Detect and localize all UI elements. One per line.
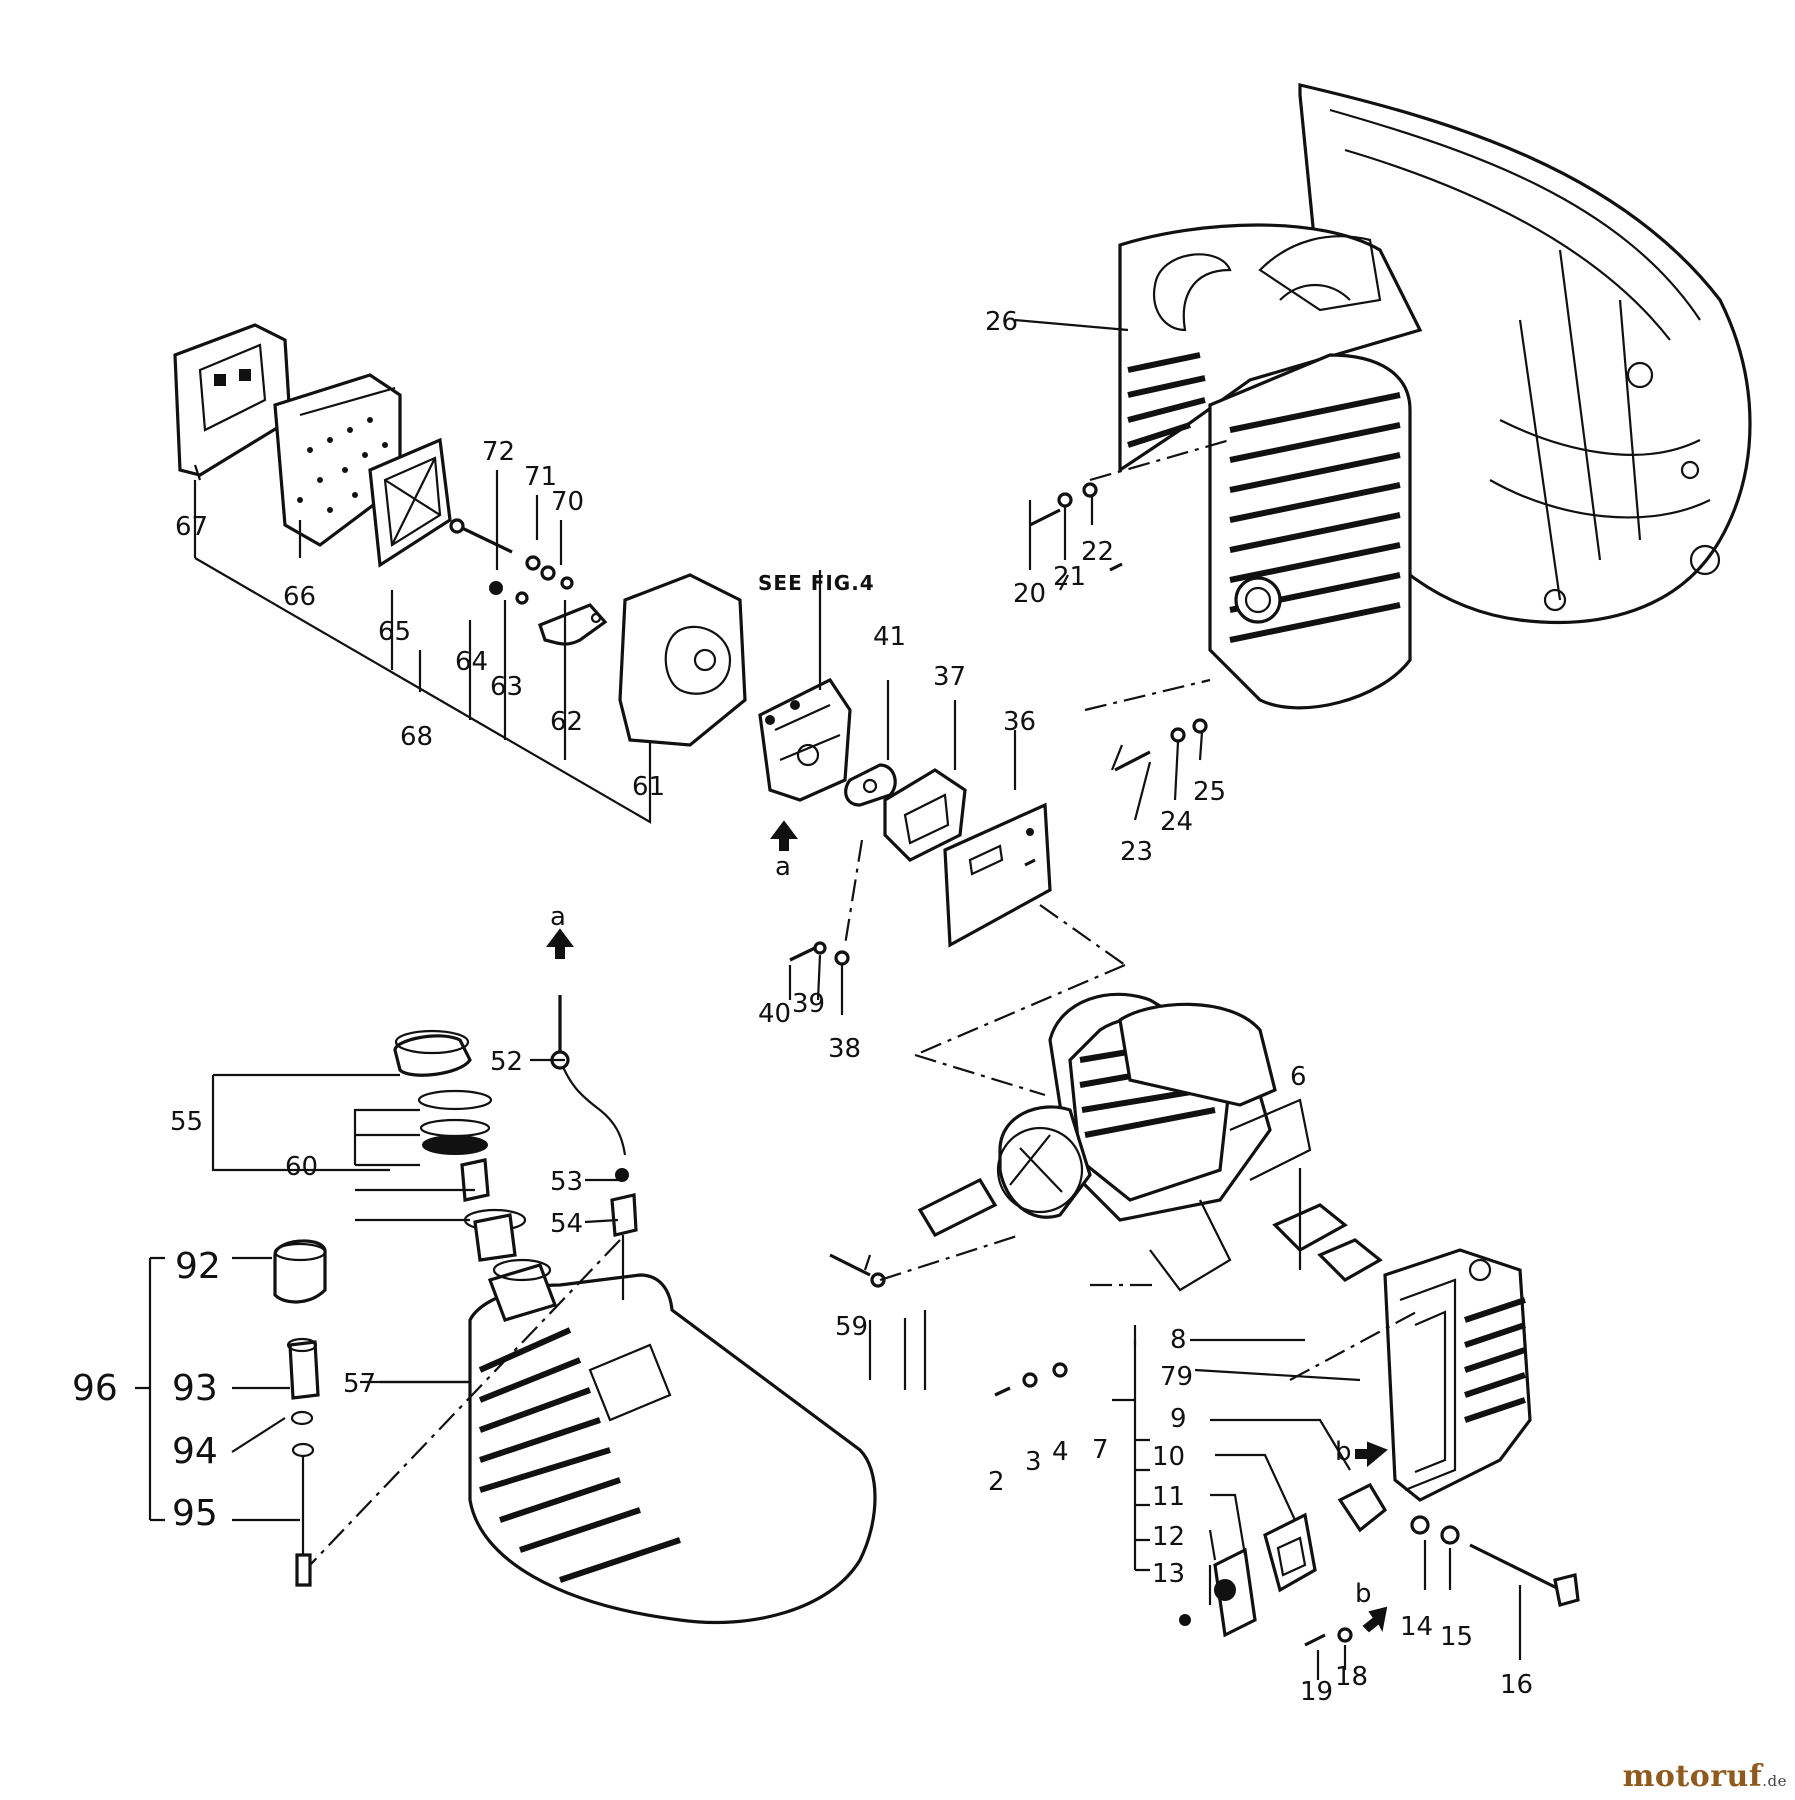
label-20: 20 xyxy=(1013,579,1046,609)
label-11: 11 xyxy=(1152,1482,1185,1512)
engine-shroud xyxy=(1118,223,1423,473)
muffler-small-parts xyxy=(1179,1482,1580,1647)
label-25: 25 xyxy=(1193,777,1226,807)
air-filter-base-plate xyxy=(368,437,452,568)
label-61: 61 xyxy=(632,772,665,802)
label-39: 39 xyxy=(792,989,825,1019)
label-3: 3 xyxy=(1025,1447,1042,1477)
label-24: 24 xyxy=(1160,807,1193,837)
label-60: 60 xyxy=(285,1152,318,1182)
label-67: 67 xyxy=(175,512,208,542)
label-23: 23 xyxy=(1120,837,1153,867)
arrow-b-label-upper: b xyxy=(1335,1437,1352,1467)
label-13: 13 xyxy=(1152,1559,1185,1589)
muffler xyxy=(1383,1248,1532,1502)
air-filter-housing xyxy=(618,573,747,747)
label-52: 52 xyxy=(490,1047,523,1077)
label-41: 41 xyxy=(873,622,906,652)
label-64: 64 xyxy=(455,647,488,677)
label-8: 8 xyxy=(1170,1325,1187,1355)
watermark-brand: motoruf xyxy=(1622,1759,1763,1794)
label-38: 38 xyxy=(828,1034,861,1064)
label-40: 40 xyxy=(758,999,791,1029)
arrow-a-label-carb: a xyxy=(775,852,791,882)
label-26: 26 xyxy=(985,307,1018,337)
label-70: 70 xyxy=(551,487,584,517)
fan-housing xyxy=(1298,82,1752,624)
label-2: 2 xyxy=(988,1467,1005,1497)
engine-block xyxy=(917,992,1383,1292)
label-95: 95 xyxy=(172,1493,218,1534)
filter-hardware xyxy=(449,518,608,646)
label-53: 53 xyxy=(550,1167,583,1197)
label-21: 21 xyxy=(1053,562,1086,592)
label-12: 12 xyxy=(1152,1522,1185,1552)
arrow-a-label-line: a xyxy=(550,902,566,932)
callout-lines xyxy=(135,318,1522,1680)
label-55: 55 xyxy=(170,1107,203,1137)
fuel-line xyxy=(550,995,638,1300)
muffler-guard xyxy=(1208,353,1412,710)
label-79: 79 xyxy=(1160,1362,1193,1392)
label-9: 9 xyxy=(1170,1404,1187,1434)
label-63: 63 xyxy=(490,672,523,702)
part-number-labels: 26 67 66 65 68 72 71 70 64 63 62 61 SEE … xyxy=(72,307,1533,1707)
label-37: 37 xyxy=(933,662,966,692)
air-filter-cover-rear xyxy=(173,323,292,481)
label-57: 57 xyxy=(343,1369,376,1399)
label-18: 18 xyxy=(1335,1662,1368,1692)
fuel-pickup-parts xyxy=(273,1239,327,1587)
label-22: 22 xyxy=(1081,537,1114,567)
label-7: 7 xyxy=(1092,1435,1109,1465)
intake-insulator xyxy=(883,768,967,862)
label-59: 59 xyxy=(835,1312,868,1342)
label-62: 62 xyxy=(550,707,583,737)
label-10: 10 xyxy=(1152,1442,1185,1472)
label-4: 4 xyxy=(1052,1437,1069,1467)
label-68: 68 xyxy=(400,722,433,752)
watermark-suffix: .de xyxy=(1762,1772,1787,1790)
fuel-tank xyxy=(468,1258,877,1624)
carburetor xyxy=(758,677,852,802)
see-fig-note: SEE FIG.4 xyxy=(758,571,875,595)
label-14: 14 xyxy=(1400,1612,1433,1642)
engine-hardware xyxy=(789,482,1208,1397)
assembly-lines xyxy=(309,438,1421,1566)
site-watermark: motoruf.de xyxy=(1623,1759,1787,1794)
carb-gasket xyxy=(844,763,897,807)
label-72: 72 xyxy=(482,437,515,467)
label-71: 71 xyxy=(524,462,557,492)
cylinder-gasket xyxy=(943,802,1052,948)
direction-arrows xyxy=(546,820,1388,1633)
label-92: 92 xyxy=(175,1246,221,1287)
label-93: 93 xyxy=(172,1368,218,1409)
label-36: 36 xyxy=(1003,707,1036,737)
label-19: 19 xyxy=(1300,1677,1333,1707)
label-65: 65 xyxy=(378,617,411,647)
label-15: 15 xyxy=(1440,1622,1473,1652)
label-54: 54 xyxy=(550,1209,583,1239)
label-16: 16 xyxy=(1500,1670,1533,1700)
label-96: 96 xyxy=(72,1368,118,1409)
arrow-b-label-lower: b xyxy=(1355,1579,1372,1609)
label-66: 66 xyxy=(283,582,316,612)
label-94: 94 xyxy=(172,1431,218,1472)
label-6: 6 xyxy=(1290,1062,1307,1092)
